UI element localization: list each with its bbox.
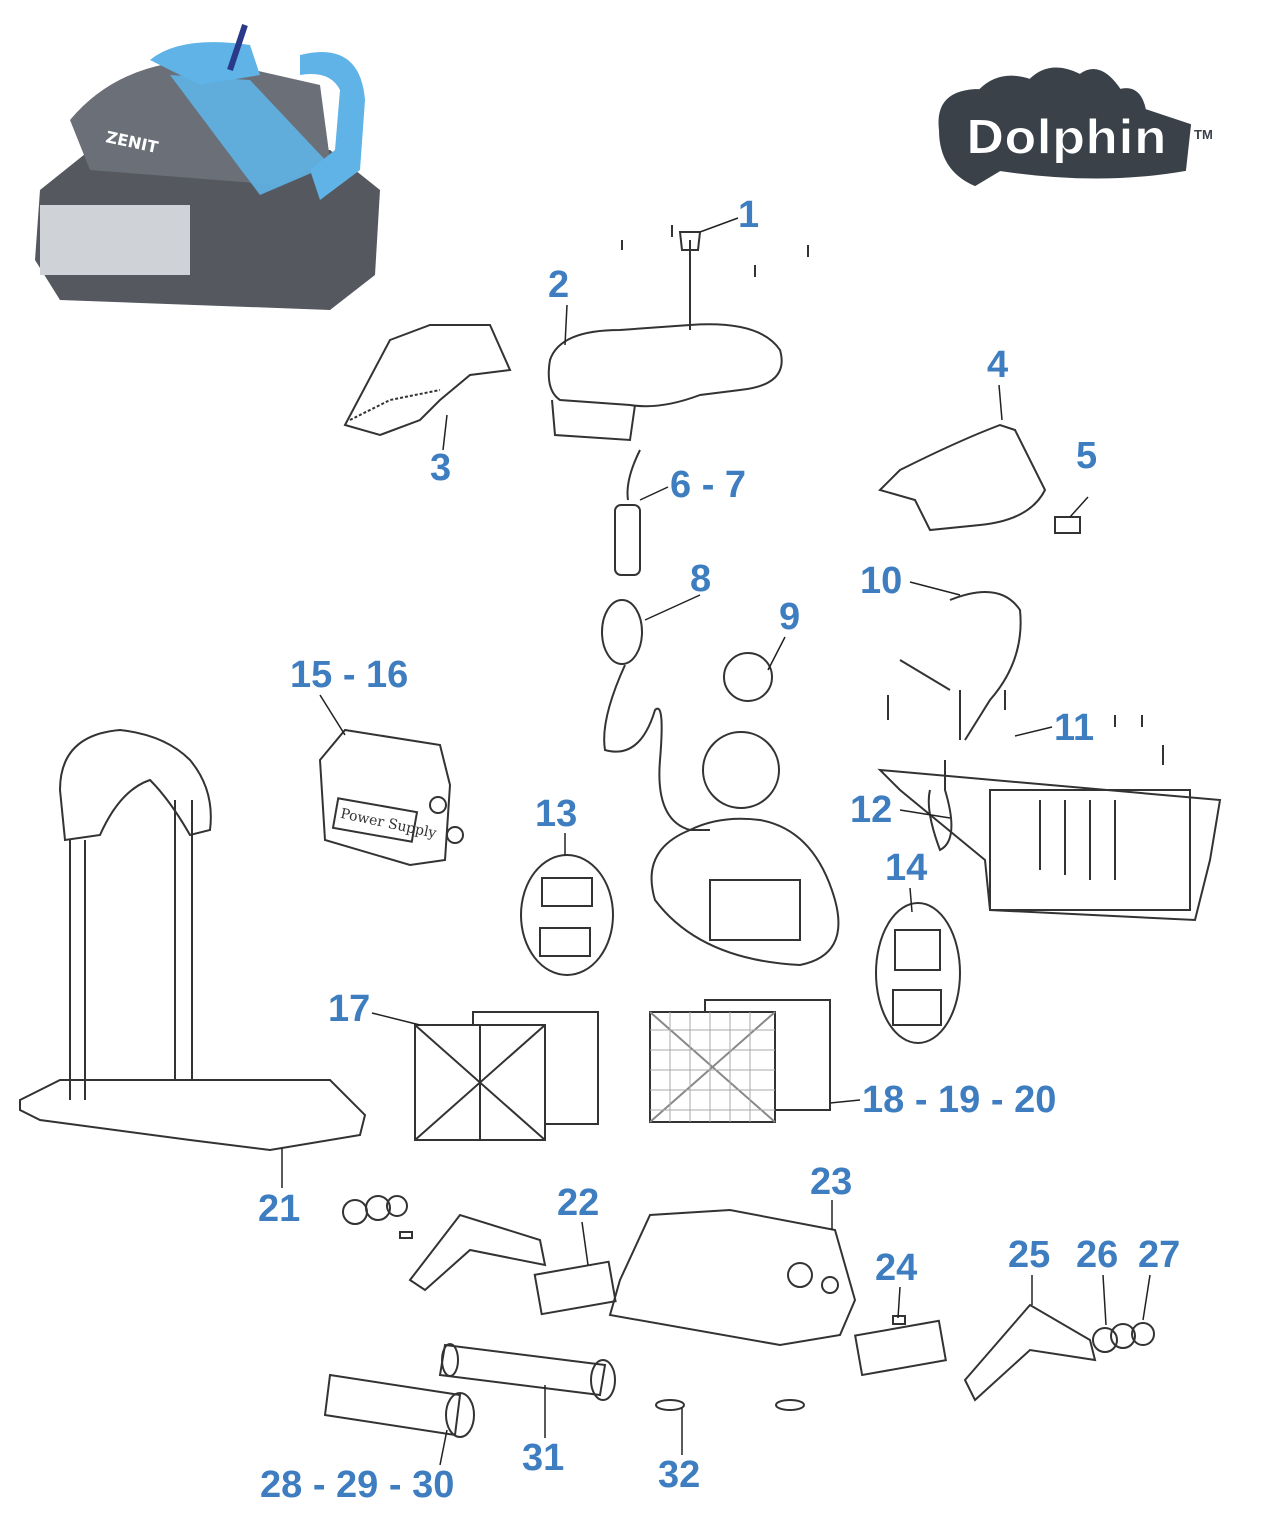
part-label-25: 25 — [1008, 1234, 1051, 1276]
dolphin-logo: Dolphin — [964, 110, 1168, 166]
part-label-27: 27 — [1138, 1234, 1181, 1276]
part-label-14: 14 — [885, 847, 928, 889]
part-label-24: 24 — [875, 1247, 918, 1289]
part-label-8: 8 — [690, 558, 712, 600]
dolphin-logo-shape — [938, 67, 1192, 187]
part-label-1: 1 — [738, 194, 760, 236]
power-supply-text: Power Supply — [339, 806, 438, 842]
part-label-4: 4 — [987, 344, 1009, 386]
robot-product-photo: ZENIT — [35, 24, 380, 310]
part-label-22: 22 — [557, 1182, 600, 1224]
part-label-5: 5 — [1076, 435, 1098, 477]
leader-lines — [281, 217, 1151, 1466]
part-label-2: 2 — [548, 264, 570, 306]
part-label-13: 13 — [535, 793, 578, 835]
part-label-26: 26 — [1076, 1234, 1119, 1276]
part-label-11: 11 — [1054, 707, 1095, 749]
part-label-17: 17 — [328, 988, 371, 1030]
part-label-10: 10 — [860, 560, 903, 602]
trademark: TM — [1194, 127, 1213, 142]
part-label-6-7: 6 - 7 — [670, 464, 747, 506]
part-label-3: 3 — [430, 447, 452, 489]
part-label-31: 31 — [522, 1437, 565, 1479]
part-label-28-29-30: 28 - 29 - 30 — [260, 1464, 455, 1506]
part-label-18-19-20: 18 - 19 - 20 — [862, 1079, 1057, 1121]
part-label-21: 21 — [258, 1188, 301, 1230]
part-label-9: 9 — [779, 596, 801, 638]
part-label-12: 12 — [850, 789, 893, 831]
part-label-15-16: 15 - 16 — [290, 654, 409, 696]
part-label-23: 23 — [810, 1161, 853, 1203]
part-label-32: 32 — [658, 1454, 701, 1496]
